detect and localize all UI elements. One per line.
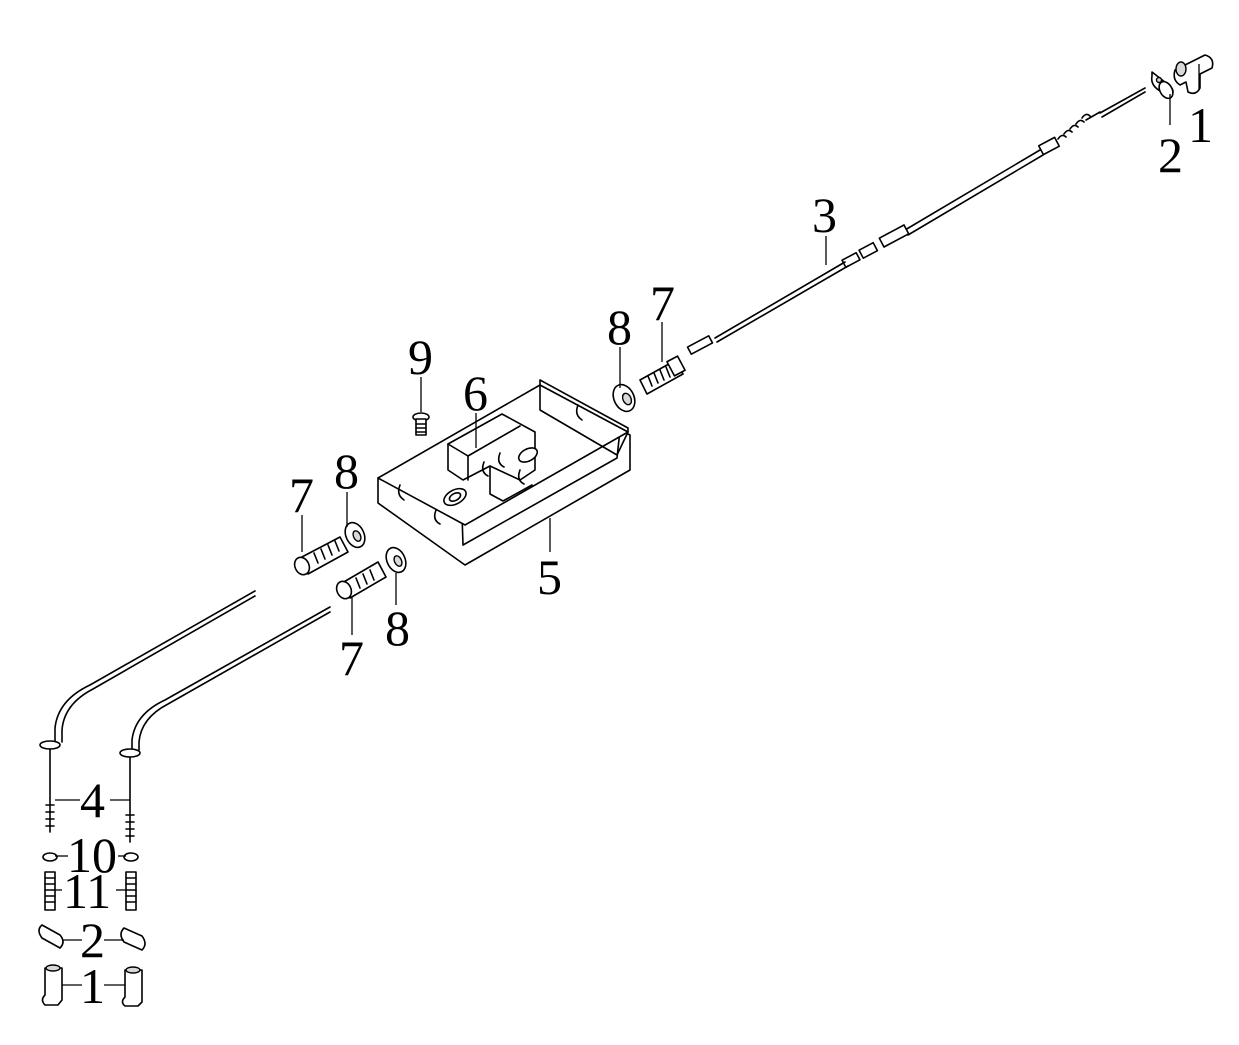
part-8-top-nut	[612, 383, 636, 413]
part-2-top-barrel	[1150, 71, 1174, 100]
part-6-clamp-plate	[447, 413, 539, 502]
callout-7-left: 7	[289, 467, 314, 523]
callout-8-bottom: 8	[385, 600, 410, 656]
callout-7-bottom: 7	[339, 630, 364, 686]
callout-7-top: 7	[650, 275, 675, 331]
part-1-top-handle	[1173, 54, 1214, 95]
callout-8-top: 8	[607, 299, 632, 355]
callout-6: 6	[463, 365, 488, 421]
leader-lines	[55, 64, 1200, 986]
callout-2-top: 2	[1158, 127, 1183, 183]
callout-1-bottom: 1	[80, 958, 105, 1014]
part-8-bottom-nut	[385, 546, 407, 574]
part-9-screw	[412, 412, 430, 436]
callout-4: 4	[80, 772, 105, 828]
part-8-left-nut	[344, 521, 366, 549]
callout-1-top: 1	[1188, 97, 1213, 153]
part-3-main-cable	[686, 87, 1146, 355]
callout-9: 9	[408, 329, 433, 385]
callout-10: 10	[67, 827, 117, 883]
callout-11: 11	[63, 863, 111, 919]
callout-5: 5	[537, 549, 562, 605]
callout-labels: 1 2 3 7 8 9 6 5 7 8 8 7 4 10 11 2 1	[63, 97, 1213, 1014]
part-2-bottom-barrels	[38, 924, 146, 951]
part-4-cables	[39, 590, 331, 843]
part-7-bottom-adjuster	[335, 561, 387, 600]
callout-3: 3	[812, 187, 837, 243]
callout-8-left: 8	[334, 443, 359, 499]
part-7-top-adjuster	[639, 355, 686, 395]
callout-2-bottom: 2	[80, 912, 105, 968]
part-1-bottom-handles	[41, 964, 143, 1007]
part-7-left-adjuster	[293, 536, 349, 576]
part-11-springs	[44, 871, 137, 911]
part-10-washers	[42, 852, 139, 862]
